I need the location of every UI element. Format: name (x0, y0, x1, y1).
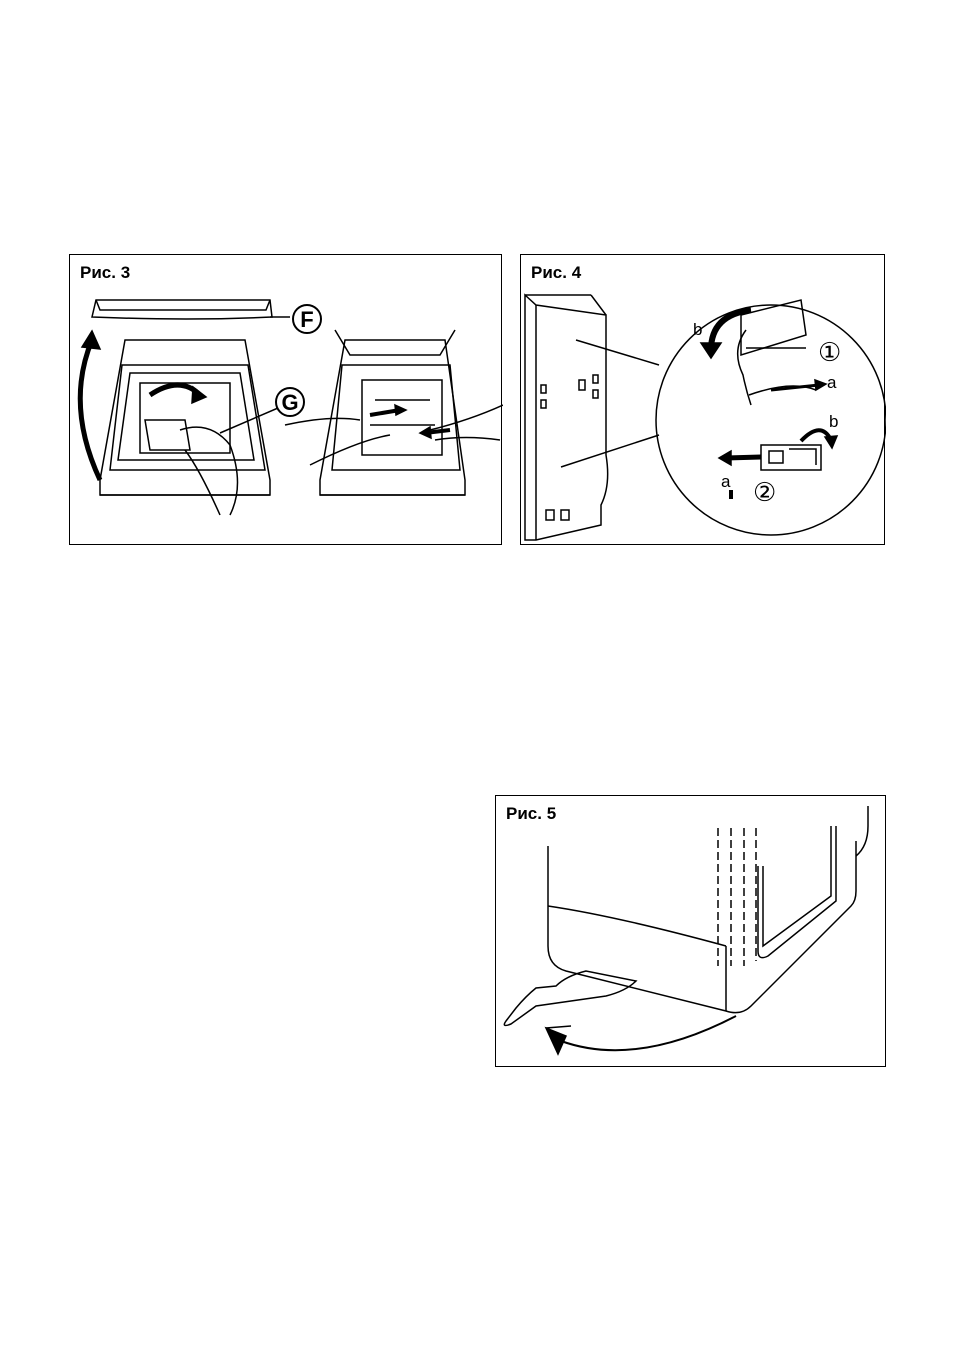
figure-5-illustration (496, 796, 887, 1068)
fig4-step-1: ① (818, 338, 841, 368)
fig4-step-2: ② (753, 478, 776, 508)
callout-g: G (281, 390, 298, 415)
figure-4-illustration: b a ① b a ② (521, 255, 886, 546)
fig4-letter-a-bottom: a (721, 472, 731, 491)
figure-4: Рис. 4 (520, 254, 885, 545)
fig4-letter-a-top: a (827, 373, 837, 392)
figure-3: Рис. 3 (69, 254, 502, 545)
fig4-letter-b-top: b (693, 320, 702, 339)
figure-5: Рис. 5 (495, 795, 886, 1067)
figure-3-illustration: F G (70, 255, 503, 546)
callout-f: F (300, 307, 313, 332)
fig4-letter-b-bottom: b (829, 412, 838, 431)
